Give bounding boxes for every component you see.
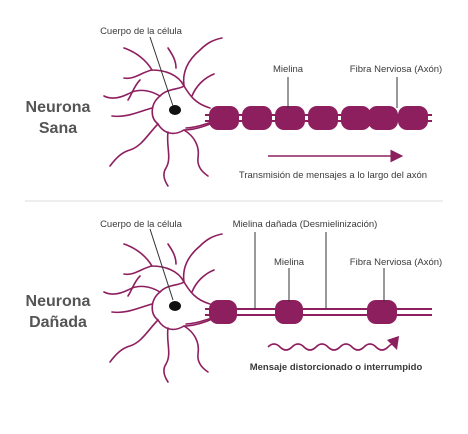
healthy-myelin-segments: [209, 106, 428, 130]
damaged-cell-body-pointer: [149, 228, 174, 301]
myelin-segment: [367, 300, 397, 324]
healthy-cell-body-pointer: [149, 36, 174, 107]
healthy-neuron-section: Neurona Sana: [26, 26, 442, 187]
myelin-segment: [368, 106, 398, 130]
myelin-segment: [275, 300, 303, 324]
damaged-healthy-myelin-label: Mielina: [274, 257, 305, 268]
damaged-fiber-label: Fibra Nerviosa (Axón): [350, 257, 442, 268]
damaged-cell-body: [103, 233, 223, 383]
damaged-myelin-label: Mielina dañada (Desmielinización): [233, 219, 378, 230]
healthy-nucleus: [169, 105, 181, 115]
myelin-segment: [308, 106, 338, 130]
damaged-title-line1: Neurona: [26, 293, 91, 310]
myelin-segment: [242, 106, 272, 130]
damaged-caption: Mensaje distorcionado o interrumpido: [250, 362, 423, 373]
myelin-segment: [209, 106, 239, 130]
damaged-title-line2: Dañada: [29, 314, 87, 331]
healthy-cell-body: [103, 37, 223, 187]
myelin-segment: [398, 106, 428, 130]
healthy-title-line1: Neurona: [26, 99, 91, 116]
myelin-segment: [341, 106, 371, 130]
damaged-signal-wave: [267, 335, 400, 351]
healthy-title-line2: Sana: [39, 120, 77, 137]
damaged-cell-body-label: Cuerpo de la célula: [100, 219, 183, 230]
healthy-cell-body-label: Cuerpo de la célula: [100, 26, 183, 37]
myelin-segment: [275, 106, 305, 130]
healthy-myelin-label: Mielina: [273, 64, 304, 75]
damaged-myelin-segments: [209, 300, 397, 324]
healthy-caption: Transmisión de mensajes a lo largo del a…: [239, 170, 427, 181]
myelin-segment: [209, 300, 237, 324]
healthy-fiber-label: Fibra Nerviosa (Axón): [350, 64, 442, 75]
damaged-neuron-section: Neurona Dañada Cuerpo de la célula: [26, 219, 442, 383]
damaged-nucleus: [169, 301, 181, 311]
